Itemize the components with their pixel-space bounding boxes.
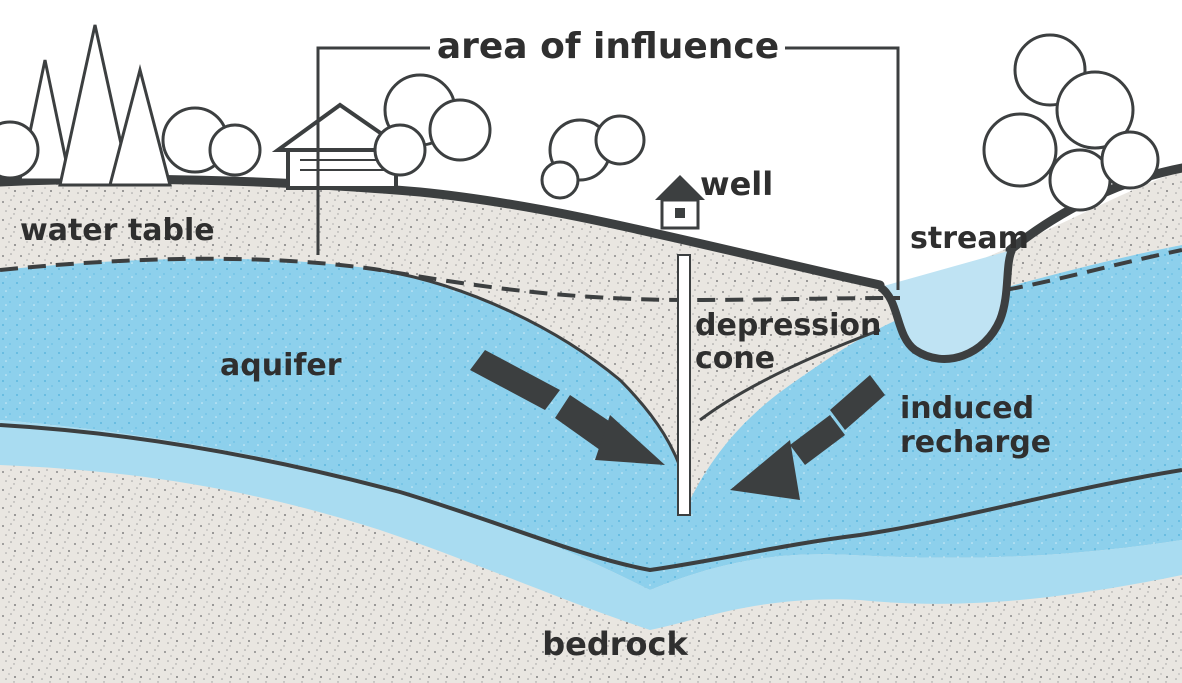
depression-label: depression: [695, 308, 881, 343]
water-table-label: water table: [20, 213, 215, 248]
recharge-label: recharge: [900, 425, 1051, 460]
area-of-influence-label: area of influence: [437, 26, 779, 67]
induced-label: induced: [900, 391, 1034, 426]
cone-label: cone: [695, 341, 775, 376]
well-label: well: [700, 165, 773, 203]
well-casing: [678, 255, 690, 515]
aquifer-label: aquifer: [220, 348, 342, 383]
stream-label: stream: [910, 221, 1029, 256]
bedrock-label: bedrock: [542, 625, 688, 663]
